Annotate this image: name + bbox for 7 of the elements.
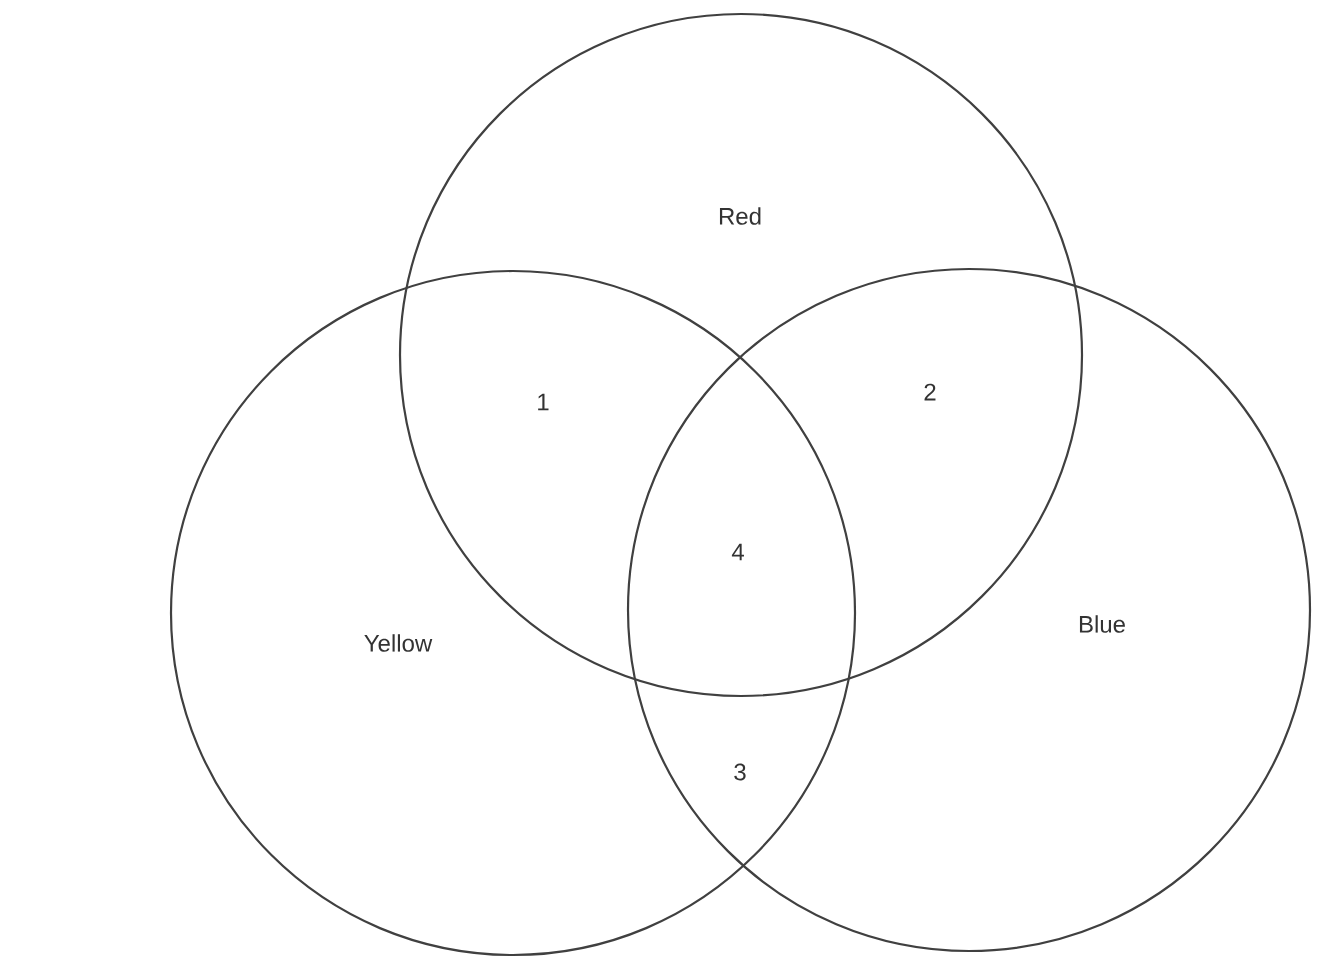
region-number: 2	[924, 383, 936, 401]
region-number: 4	[731, 543, 744, 561]
region-number: 3	[734, 763, 746, 781]
circle-label: Red	[719, 207, 761, 225]
circle-label: Blue	[1079, 615, 1125, 633]
region-number: 1	[538, 393, 549, 411]
circle-label: Yellow	[364, 634, 433, 652]
